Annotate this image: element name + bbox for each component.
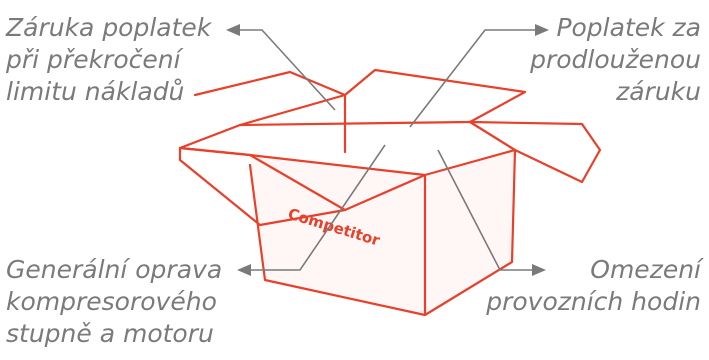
label-top-right: Poplatek za prodlouženou záruku [530, 13, 701, 106]
leader-line-bottom-left [248, 144, 386, 271]
label-top-left: Záruka poplatek při překročení limitu ná… [6, 13, 212, 106]
arrow-head-bottom-right [532, 264, 546, 276]
leader-line-top-right [409, 29, 538, 128]
label-bottom-right: Omezení provozních hodin [486, 255, 701, 316]
arrow-head-bottom-left [237, 264, 251, 276]
open-box-illustration: Competitor [178, 68, 602, 317]
arrow-head-top-left [226, 24, 240, 36]
arrow-head-top-right [535, 24, 549, 36]
label-bottom-left: Generální oprava kompresorového stupně a… [6, 255, 223, 348]
leader-line-bottom-right [437, 149, 535, 271]
leader-lines [226, 24, 549, 276]
leader-line-top-left [236, 29, 336, 111]
